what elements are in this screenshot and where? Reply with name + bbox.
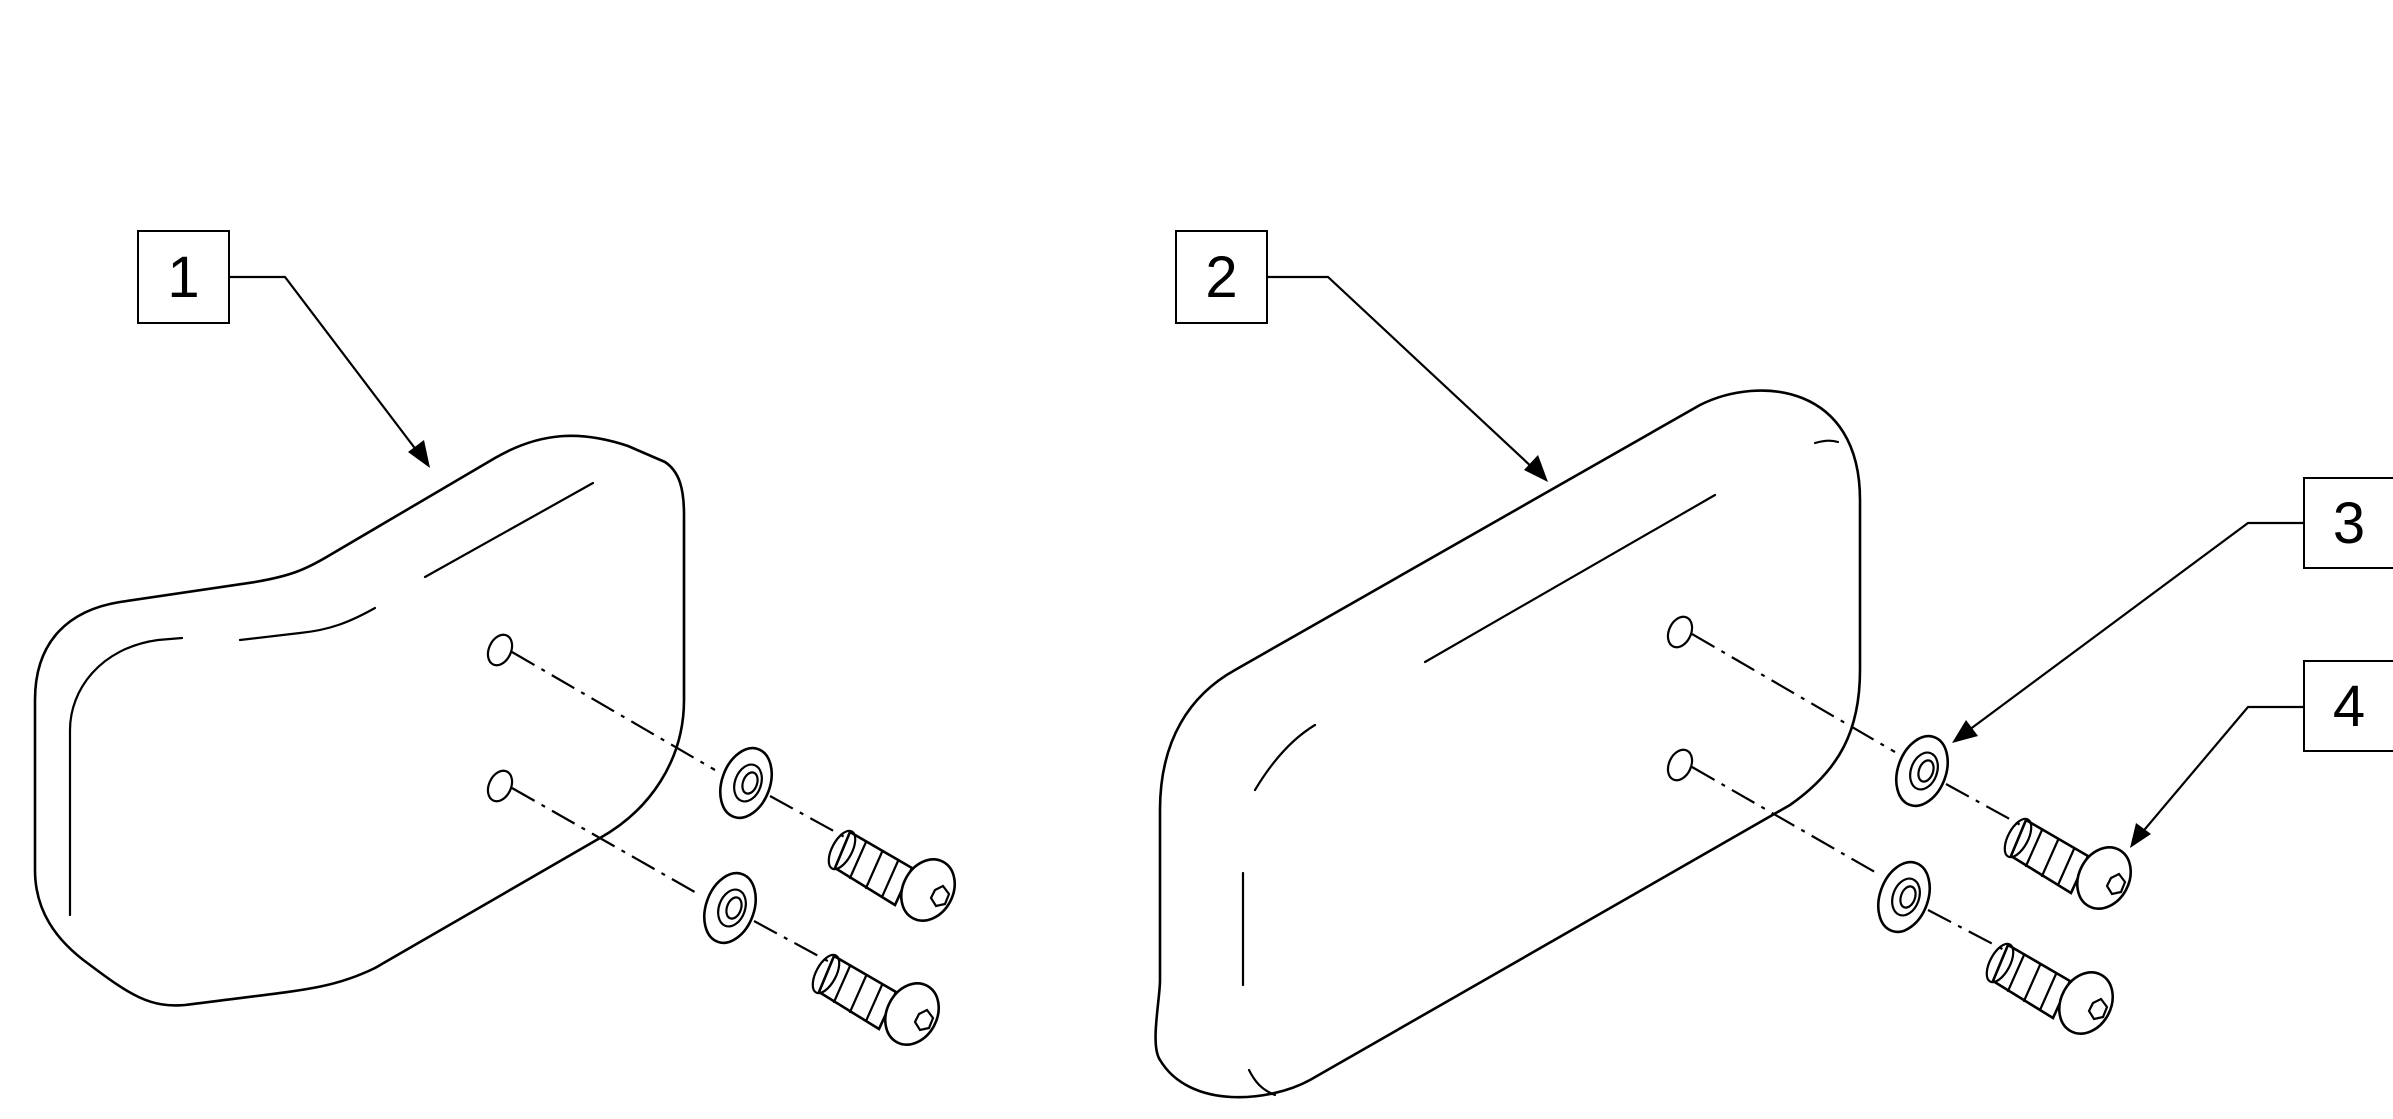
leader-line-3 <box>1952 521 2305 743</box>
part-2-large-pad <box>1154 389 1896 1099</box>
part-3-washer <box>1895 734 1949 808</box>
callout-3: 3 <box>2303 477 2393 569</box>
part-3-washer-lower <box>1877 860 1931 934</box>
callout-1: 1 <box>137 230 230 324</box>
leader-line-1 <box>228 275 430 468</box>
callout-4: 4 <box>2303 660 2393 752</box>
part-4-screw-lower <box>1985 942 2115 1035</box>
part-1-screw-lower <box>811 953 941 1046</box>
part-1-screw-upper <box>827 829 957 922</box>
leader-line-4 <box>2130 705 2305 848</box>
part-1-washer-lower <box>703 871 757 945</box>
callout-2: 2 <box>1175 230 1268 324</box>
part-4-screw <box>2003 817 2133 910</box>
part-1-small-pad <box>33 434 957 1046</box>
part-1-washer-upper <box>719 746 773 820</box>
leader-line-2 <box>1266 275 1548 482</box>
